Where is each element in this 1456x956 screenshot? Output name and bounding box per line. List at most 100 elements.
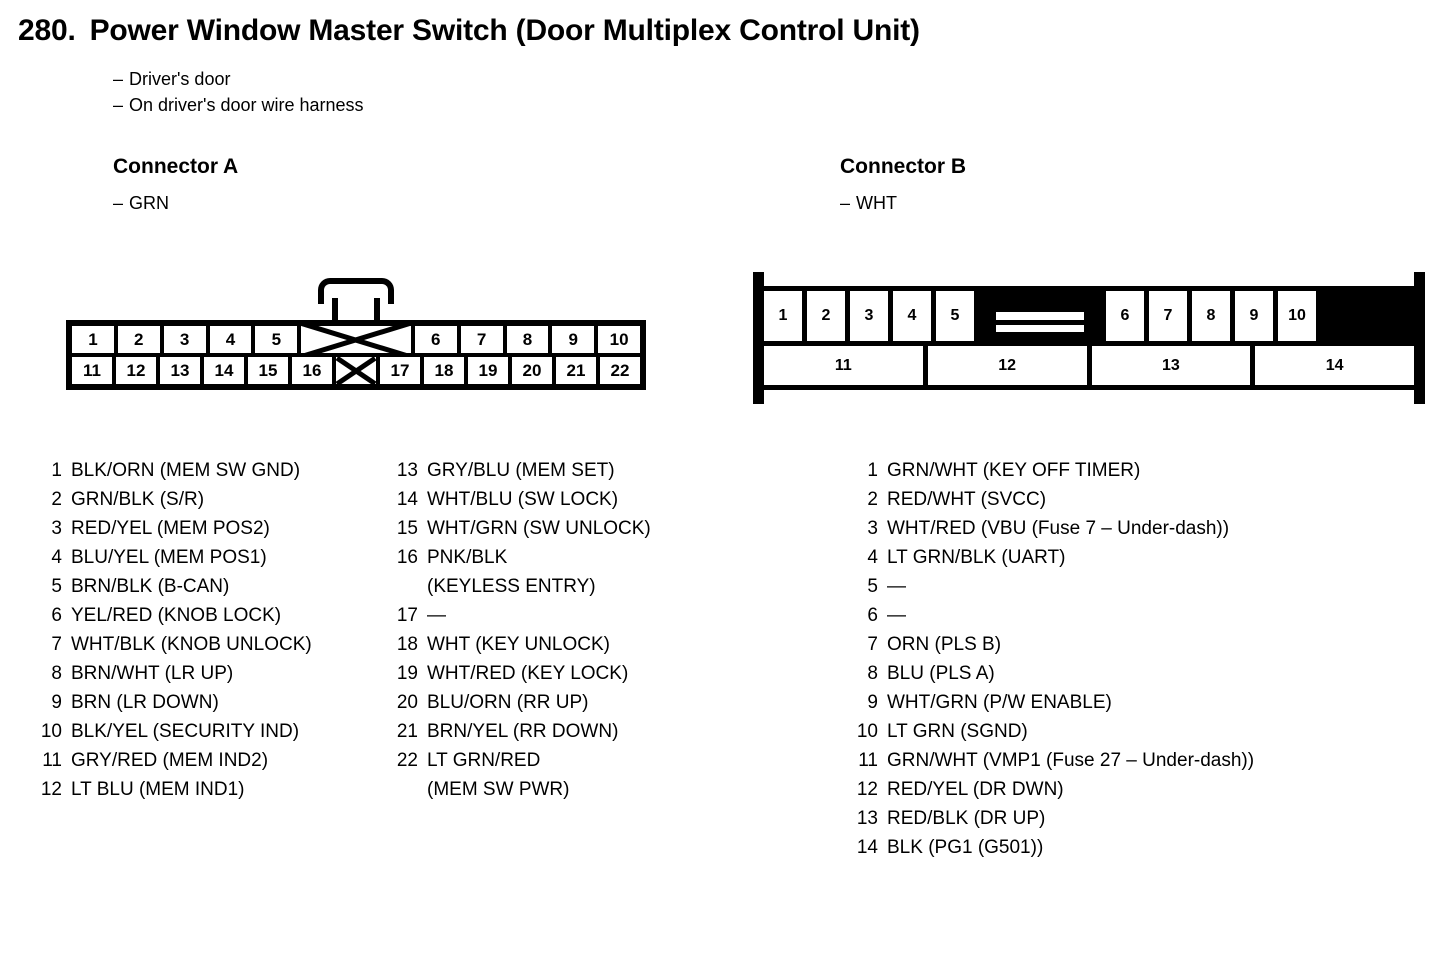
pin-cell-b10[interactable]: 10 — [1278, 291, 1316, 341]
pin-cell-a16[interactable]: 16 — [292, 357, 332, 384]
pin-cell-a10[interactable]: 10 — [598, 326, 641, 353]
pin-description: WHT/GRN (SW UNLOCK) — [427, 518, 651, 539]
pin-cell-a18[interactable]: 18 — [424, 357, 464, 384]
pin-cell-a12[interactable]: 12 — [116, 357, 156, 384]
pin-cell-b14[interactable]: 14 — [1255, 346, 1414, 385]
connector-a-top-row: 1 2 3 4 5 6 7 8 9 10 — [72, 326, 641, 353]
page-title-text: Power Window Master Switch (Door Multipl… — [89, 14, 920, 47]
pin-cell-b4[interactable]: 4 — [893, 291, 931, 341]
pin-cell-b9[interactable]: 9 — [1235, 291, 1273, 341]
pin-number: 16 — [396, 547, 418, 568]
pin-description: RED/BLK (DR UP) — [887, 808, 1046, 829]
pin-cell-a15[interactable]: 15 — [248, 357, 288, 384]
pin-description: PNK/BLK(KEYLESS ENTRY) — [427, 543, 708, 601]
pin-cell-a22[interactable]: 22 — [600, 357, 640, 384]
page-title: 280. Power Window Master Switch (Door Mul… — [18, 14, 920, 48]
pin-number: 13 — [396, 460, 418, 481]
pin-list-row: 13 GRY/BLU (MEM SET) — [388, 456, 708, 485]
pin-list-row: 16 PNK/BLK(KEYLESS ENTRY) — [388, 543, 708, 601]
pin-list-row: 17— — [388, 601, 708, 630]
pin-number: 6 — [51, 605, 62, 626]
pin-description: — — [427, 605, 446, 626]
pin-description: LT BLU (MEM IND1) — [71, 779, 245, 800]
pin-description: BLU (PLS A) — [887, 663, 995, 684]
pin-number: 8 — [867, 663, 878, 684]
pin-description: LT GRN (SGND) — [887, 721, 1028, 742]
pin-cell-b11[interactable]: 11 — [764, 346, 923, 385]
pin-cell-b13[interactable]: 13 — [1091, 346, 1251, 385]
pin-description: BRN/BLK (B-CAN) — [71, 576, 230, 597]
pin-description: BLK/YEL (SECURITY IND) — [71, 721, 300, 742]
pin-number: 4 — [867, 547, 878, 568]
pin-description: BLK (PG1 (G501)) — [887, 837, 1044, 858]
pin-number: 22 — [396, 750, 418, 771]
pin-cell-a19[interactable]: 19 — [468, 357, 508, 384]
pin-list-row: 8 BLU (PLS A) — [848, 659, 1348, 688]
pin-description: YEL/RED (KNOB LOCK) — [71, 605, 282, 626]
pin-number: 2 — [51, 489, 62, 510]
pin-list-row: 5— — [848, 572, 1348, 601]
pin-cell-b1[interactable]: 1 — [764, 291, 802, 341]
pin-cell-a1[interactable]: 1 — [72, 326, 114, 353]
pin-number: 8 — [51, 663, 62, 684]
pin-cell-a4[interactable]: 4 — [209, 326, 252, 353]
pin-description: RED/YEL (DR DWN) — [887, 779, 1064, 800]
pin-cell-b5[interactable]: 5 — [936, 291, 974, 341]
pin-cell-b7[interactable]: 7 — [1149, 291, 1187, 341]
pin-description: WHT/GRN (P/W ENABLE) — [887, 692, 1112, 713]
pin-description: BRN/WHT (LR UP) — [71, 663, 234, 684]
pin-description: RED/YEL (MEM POS2) — [71, 518, 270, 539]
pin-cell-b12[interactable]: 12 — [927, 346, 1087, 385]
pin-description: WHT/RED (KEY LOCK) — [427, 663, 629, 684]
connector-b-bottom-row: 11 12 13 14 — [764, 346, 1414, 390]
pin-cell-a8[interactable]: 8 — [506, 326, 549, 353]
pin-number: 18 — [396, 634, 418, 655]
pin-number: 6 — [867, 605, 878, 626]
pin-cell-b6[interactable]: 6 — [1106, 291, 1144, 341]
note-text: Driver's door — [129, 69, 231, 89]
pin-cell-a3[interactable]: 3 — [163, 326, 206, 353]
pin-cell-a2[interactable]: 2 — [117, 326, 160, 353]
pin-cell-a14[interactable]: 14 — [204, 357, 244, 384]
pin-cell-a7[interactable]: 7 — [460, 326, 503, 353]
note-text: On driver's door wire harness — [129, 95, 364, 115]
pin-cell-a17[interactable]: 17 — [380, 357, 420, 384]
pin-cell-b8[interactable]: 8 — [1192, 291, 1230, 341]
pin-cell-a6[interactable]: 6 — [414, 326, 457, 353]
pin-description: GRN/WHT (KEY OFF TIMER) — [887, 460, 1141, 481]
page-title-number: 280. — [18, 14, 76, 47]
pin-cell-b3[interactable]: 3 — [850, 291, 888, 341]
pin-list-row: 14 BLK (PG1 (G501)) — [848, 833, 1348, 862]
pin-list-row: 3 RED/YEL (MEM POS2) — [32, 514, 372, 543]
pin-description: BLU/ORN (RR UP) — [427, 692, 589, 713]
pin-description: GRY/BLU (MEM SET) — [427, 460, 615, 481]
pin-cell-a13[interactable]: 13 — [160, 357, 200, 384]
pin-cell-b2[interactable]: 2 — [807, 291, 845, 341]
pin-cell-a5[interactable]: 5 — [255, 326, 298, 353]
pin-cell-a11[interactable]: 11 — [72, 357, 112, 384]
pin-number: 12 — [40, 779, 62, 800]
blocked-cell-top — [301, 326, 411, 353]
pin-cell-a9[interactable]: 9 — [552, 326, 595, 353]
pin-cell-a21[interactable]: 21 — [556, 357, 596, 384]
connector-a-diagram: 1 2 3 4 5 6 7 8 9 10 11 12 13 14 15 16 1… — [66, 278, 646, 390]
pin-number: 14 — [856, 837, 878, 858]
pin-number: 21 — [396, 721, 418, 742]
pin-number: 11 — [42, 750, 62, 771]
pin-number: 3 — [51, 518, 62, 539]
pin-number: 7 — [867, 634, 878, 655]
pin-cell-a20[interactable]: 20 — [512, 357, 552, 384]
